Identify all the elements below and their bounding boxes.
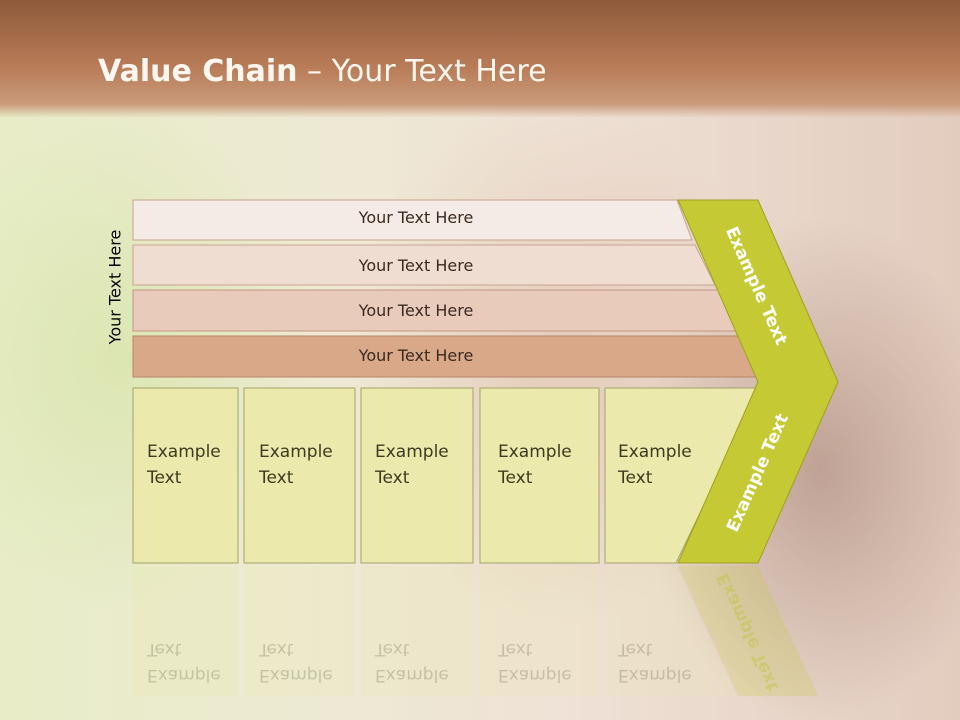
box-1-reflection-line1: Example (147, 665, 221, 685)
title-bold: Value Chain (98, 54, 298, 89)
box-3-line2: Text (375, 468, 410, 488)
box-3-reflection-text: Example Text (375, 636, 449, 688)
title-bar (0, 0, 960, 118)
row-label-2: Your Text Here (358, 256, 474, 275)
box-2-line2: Text (259, 468, 294, 488)
box-4-reflection-line2: Text (498, 639, 533, 659)
box-3-reflection (361, 566, 473, 696)
box-5-reflection-line2: Text (618, 639, 653, 659)
row-label-4: Your Text Here (358, 346, 474, 365)
chevron-reflection (678, 566, 818, 696)
reflection-group (133, 566, 818, 696)
box-2 (243, 387, 356, 564)
box-4-reflection (480, 566, 599, 696)
box-2-reflection (244, 566, 355, 696)
box-1-line2: Text (147, 468, 182, 488)
row-label-1: Your Text Here (358, 208, 474, 227)
box-2-line1: Example (259, 442, 333, 462)
box-5-line2: Text (618, 468, 653, 488)
box-1 (132, 387, 239, 564)
box-3-line1: Example (375, 442, 449, 462)
box-4-line1: Example (498, 442, 572, 462)
box-4 (479, 387, 600, 564)
box-2-reflection-text: Example Text (259, 636, 333, 688)
box-5-line1: Example (618, 442, 692, 462)
box-1-reflection-line2: Text (147, 639, 182, 659)
title-rest: – Your Text Here (297, 54, 547, 89)
box-5 (604, 387, 761, 564)
box-1-reflection (133, 566, 238, 696)
box-4-reflection-text: Example Text (498, 636, 572, 688)
box-1-line1: Example (147, 442, 221, 462)
box-5-reflection-text: Example Text (618, 636, 692, 688)
row-bar-1 (132, 199, 693, 241)
slide-title: Value Chain – Your Text Here (98, 54, 547, 89)
box-5-reflection-line1: Example (618, 665, 692, 685)
box-3-reflection-line2: Text (375, 639, 410, 659)
box-2-reflection-line2: Text (259, 639, 294, 659)
box-2-reflection-line1: Example (259, 665, 333, 685)
chevron-arrow (677, 199, 839, 564)
box-4-line2: Text (498, 468, 533, 488)
box-1-reflection-text: Example Text (147, 636, 221, 688)
row-label-3: Your Text Here (358, 301, 474, 320)
box-3-reflection-line1: Example (375, 665, 449, 685)
box-5-reflection (605, 566, 736, 696)
box-3 (360, 387, 474, 564)
box-4-reflection-line1: Example (498, 665, 572, 685)
